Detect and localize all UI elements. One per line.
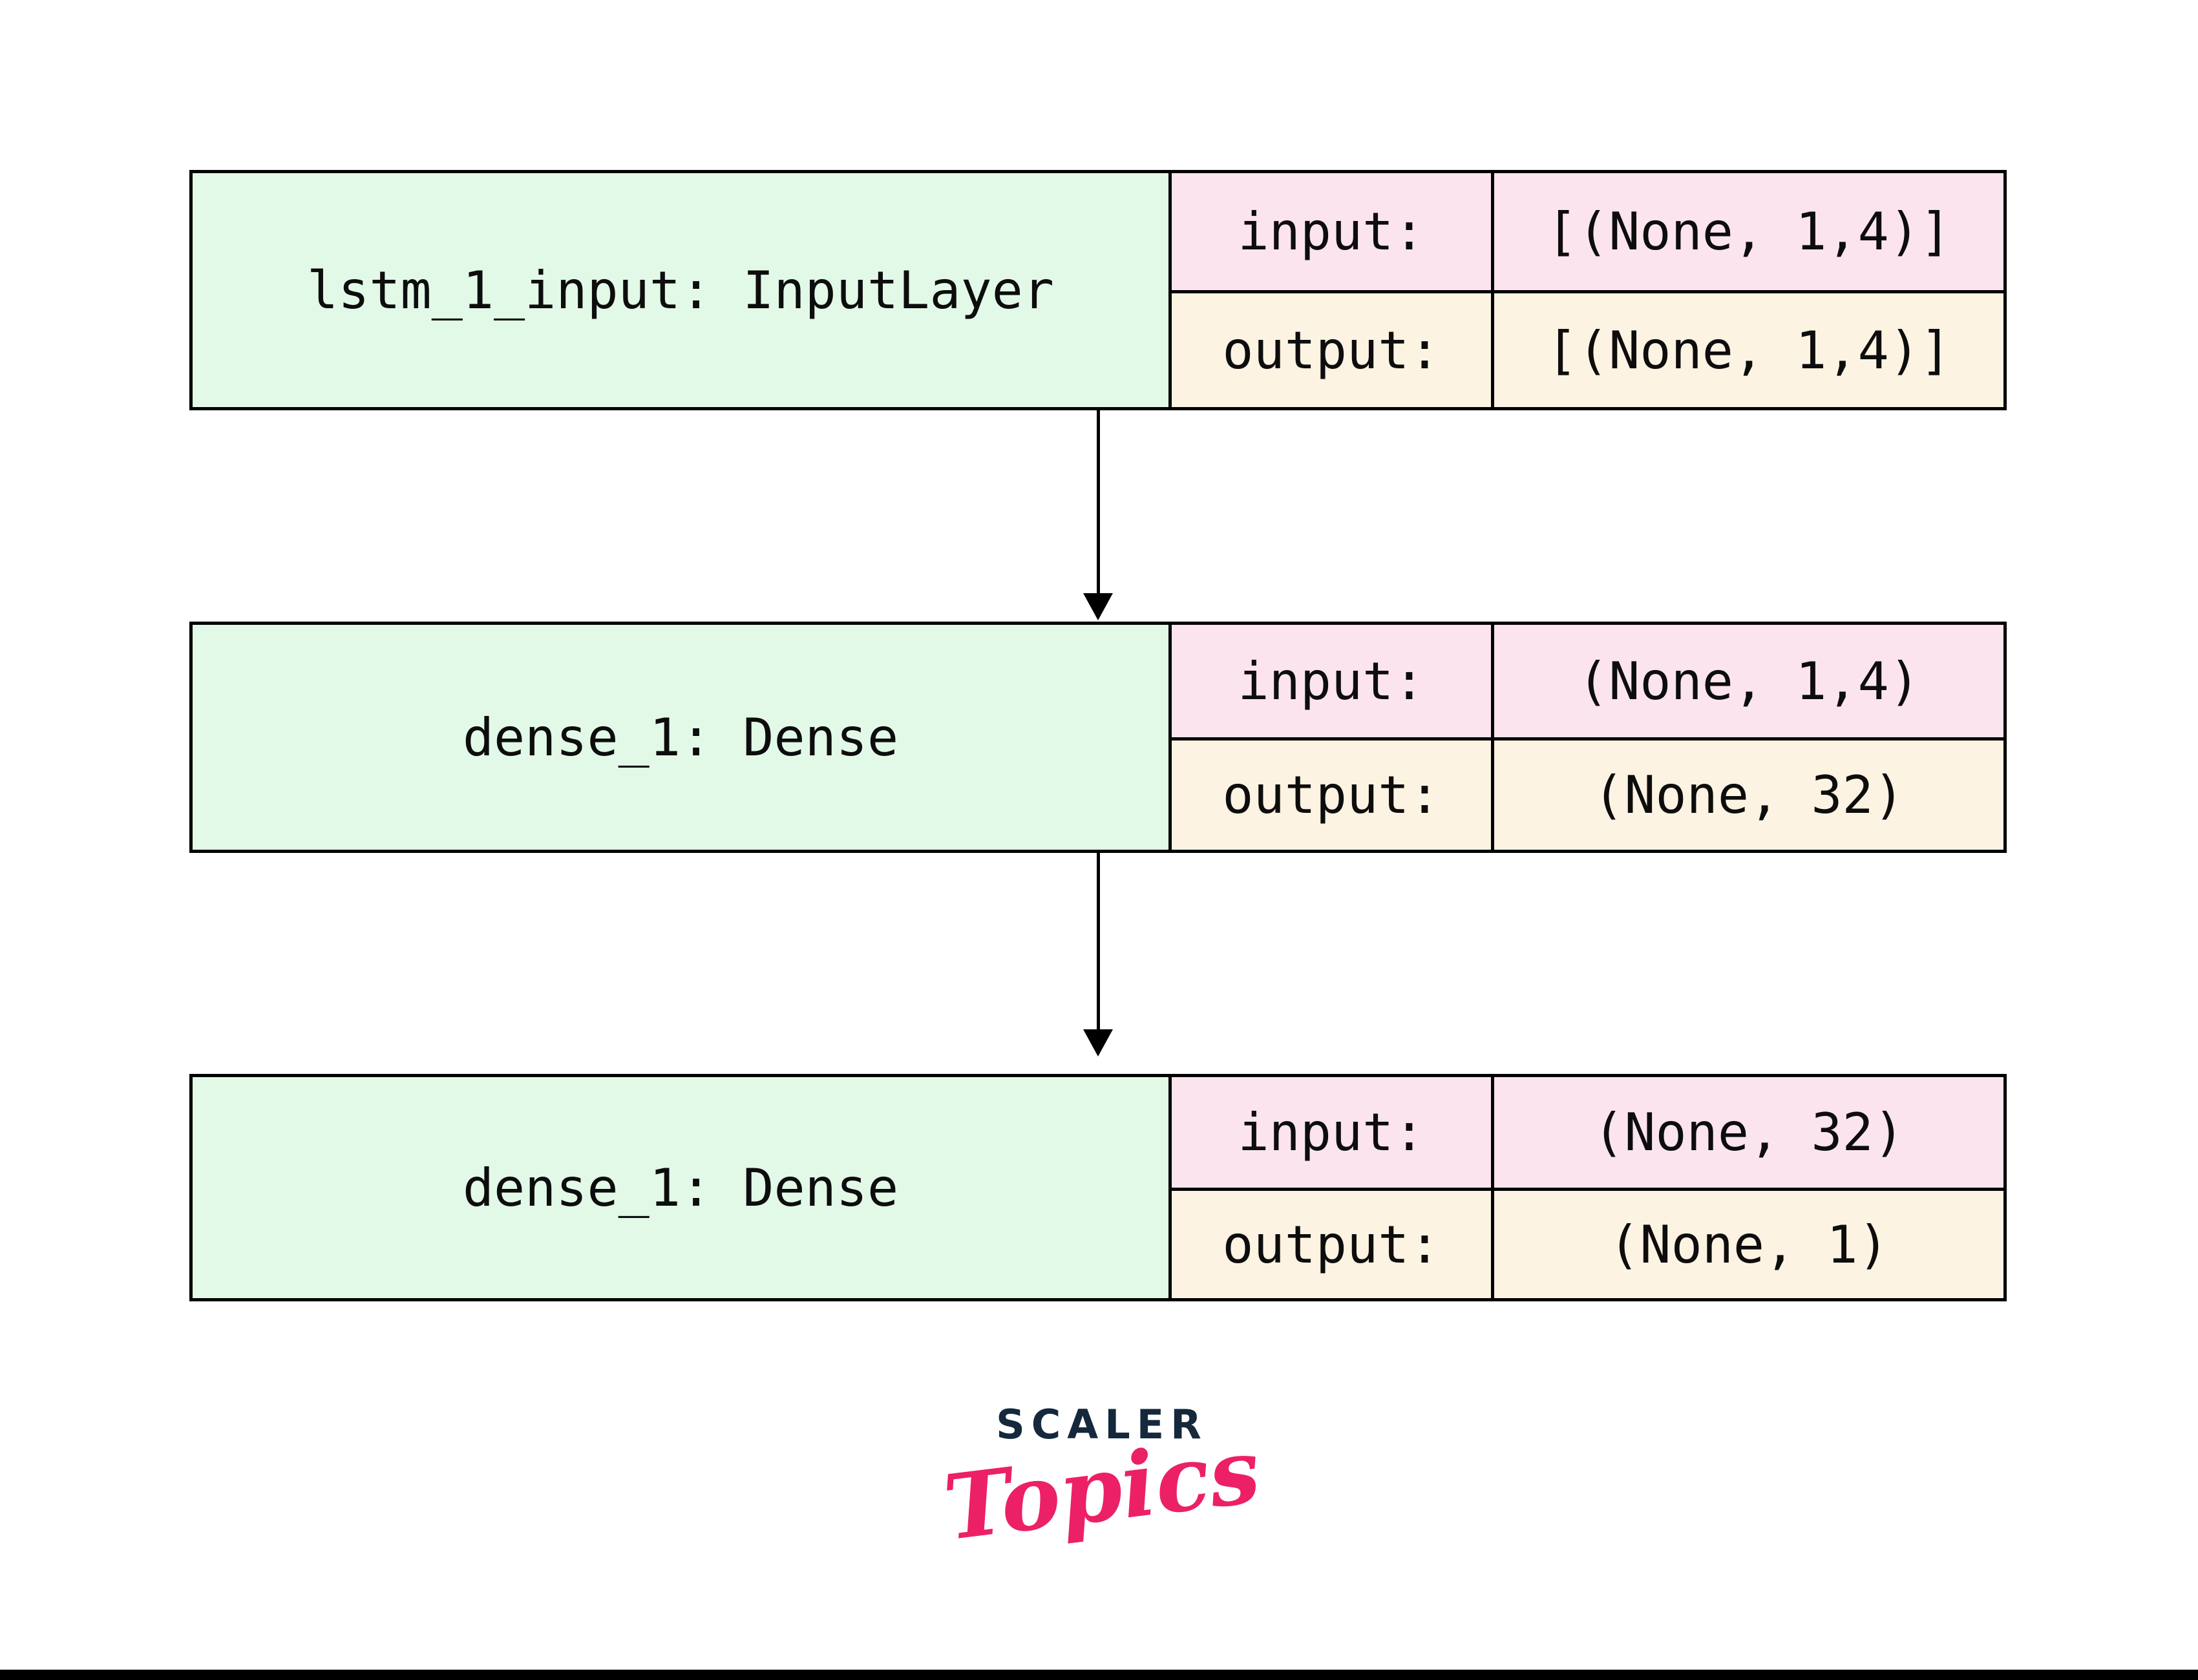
input-label: input: <box>1168 1077 1491 1188</box>
layer-name: dense_1: Dense <box>462 707 899 768</box>
logo-brand-text: SCALER <box>996 1401 1208 1448</box>
connector-arrowhead-icon <box>1083 593 1113 620</box>
output-shape: (None, 1) <box>1491 1188 2003 1298</box>
input-label: input: <box>1168 625 1491 737</box>
layer-name-cell: lstm_1_input: InputLayer <box>193 173 1168 407</box>
input-shape: (None, 32) <box>1491 1077 2003 1188</box>
output-shape: (None, 32) <box>1491 737 2003 850</box>
output-label: output: <box>1168 1188 1491 1298</box>
layer-node-dense-1: dense_1: Dense input: (None, 1,4) output… <box>189 622 2007 853</box>
layer-name: lstm_1_input: InputLayer <box>307 260 1054 320</box>
layer-node-input: lstm_1_input: InputLayer input: [(None, … <box>189 170 2007 410</box>
layer-name-cell: dense_1: Dense <box>193 625 1168 850</box>
connector-arrow-line <box>1097 407 1100 594</box>
output-shape: [(None, 1,4)] <box>1491 290 2003 407</box>
input-label: input: <box>1168 173 1491 290</box>
bottom-border-bar <box>0 1670 2198 1680</box>
layer-name-cell: dense_1: Dense <box>193 1077 1168 1298</box>
connector-arrow-line <box>1097 850 1100 1031</box>
layer-name: dense_1: Dense <box>462 1157 899 1218</box>
output-label: output: <box>1168 290 1491 407</box>
scaler-topics-logo: SCALER Topics <box>908 1401 1296 1560</box>
input-shape: [(None, 1,4)] <box>1491 173 2003 290</box>
input-shape: (None, 1,4) <box>1491 625 2003 737</box>
output-label: output: <box>1168 737 1491 850</box>
connector-arrowhead-icon <box>1083 1029 1113 1056</box>
layer-node-dense-2: dense_1: Dense input: (None, 32) output:… <box>189 1074 2007 1301</box>
